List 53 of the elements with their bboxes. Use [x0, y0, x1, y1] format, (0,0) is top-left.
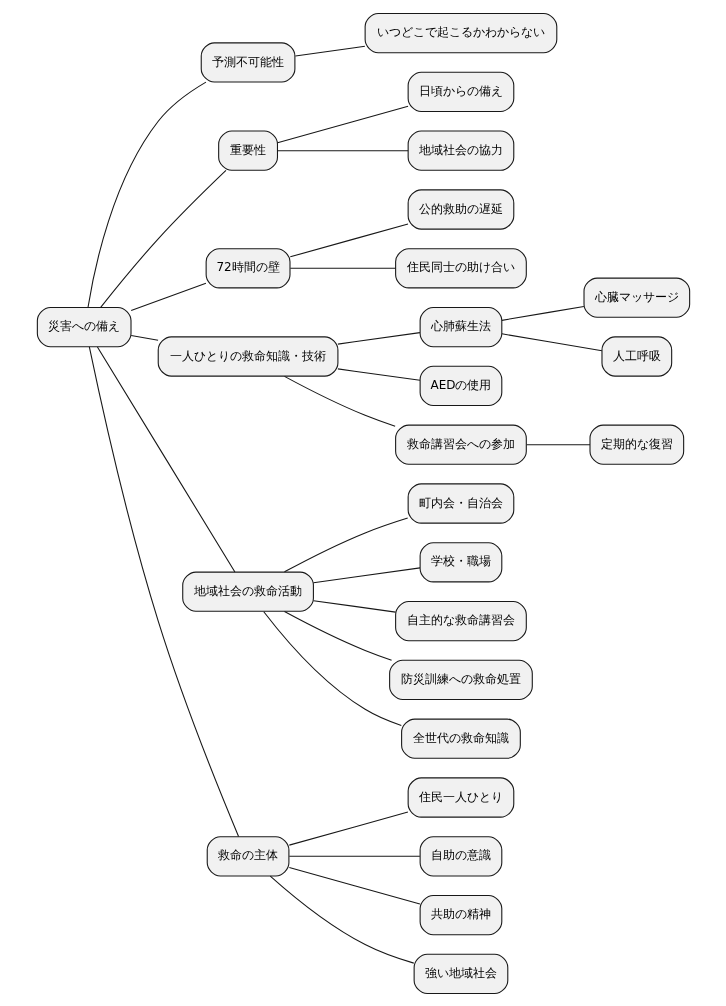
connector [283, 516, 408, 572]
node-box: 日頃からの備え [407, 71, 514, 112]
connector [294, 45, 365, 57]
node-box: 一人ひとりの救命知識・技術 [157, 335, 338, 377]
connector [500, 332, 602, 351]
node-box: 公的救助の遅延 [407, 188, 514, 230]
connector [288, 855, 420, 857]
connector [500, 305, 584, 321]
node-box: 町内会・自治会 [407, 482, 514, 524]
connector [130, 282, 206, 311]
node-box: 救命講習会への参加 [394, 424, 527, 465]
connector [336, 367, 420, 381]
node-box: 自助の意識 [419, 835, 502, 876]
connector [336, 331, 420, 345]
node-box: 強い地域社会 [413, 953, 508, 994]
node-box: 全世代の救命知識 [400, 718, 521, 759]
node-box: 心肺蘇生法 [419, 306, 502, 347]
connector [288, 866, 420, 904]
connector [99, 169, 226, 308]
node-box: 人工呼吸 [600, 335, 672, 377]
connector [87, 81, 206, 308]
node-box: 救命の主体 [206, 835, 289, 876]
node-box: 重要性 [217, 130, 278, 171]
node-box: 住民同士の助け合い [394, 247, 527, 288]
node-box: 定期的な復習 [588, 424, 684, 465]
node-box: 防災訓練への救命処置 [388, 659, 533, 700]
node-box: 心臓マッサージ [582, 277, 690, 318]
connector [276, 149, 409, 151]
connector [288, 810, 408, 846]
node-box: 学校・職場 [419, 541, 502, 582]
connector [262, 610, 402, 726]
node-box: 予測不可能性 [200, 41, 295, 83]
connector [312, 599, 396, 613]
connector [269, 875, 414, 964]
node-box: 共助の精神 [419, 894, 502, 935]
node-box: 災害への備え [36, 306, 132, 347]
node-box: 地域社会の協力 [407, 130, 514, 171]
connector [88, 345, 239, 837]
connector [525, 443, 591, 445]
connector [289, 222, 409, 257]
node-box: AEDの使用 [419, 365, 502, 406]
node-box: いつどこで起こるかわからない [364, 12, 557, 53]
node-box: 72時間の壁 [205, 247, 291, 288]
connector [276, 105, 409, 143]
connector [283, 610, 392, 661]
node-box: 地域社会の救命活動 [181, 571, 314, 612]
connector [283, 375, 396, 427]
node-box: 自主的な救命講習会 [394, 600, 527, 641]
connector [312, 566, 421, 583]
connector [130, 334, 159, 341]
connector [96, 345, 235, 572]
connector [289, 267, 396, 269]
node-box: 住民一人ひとり [407, 776, 514, 818]
